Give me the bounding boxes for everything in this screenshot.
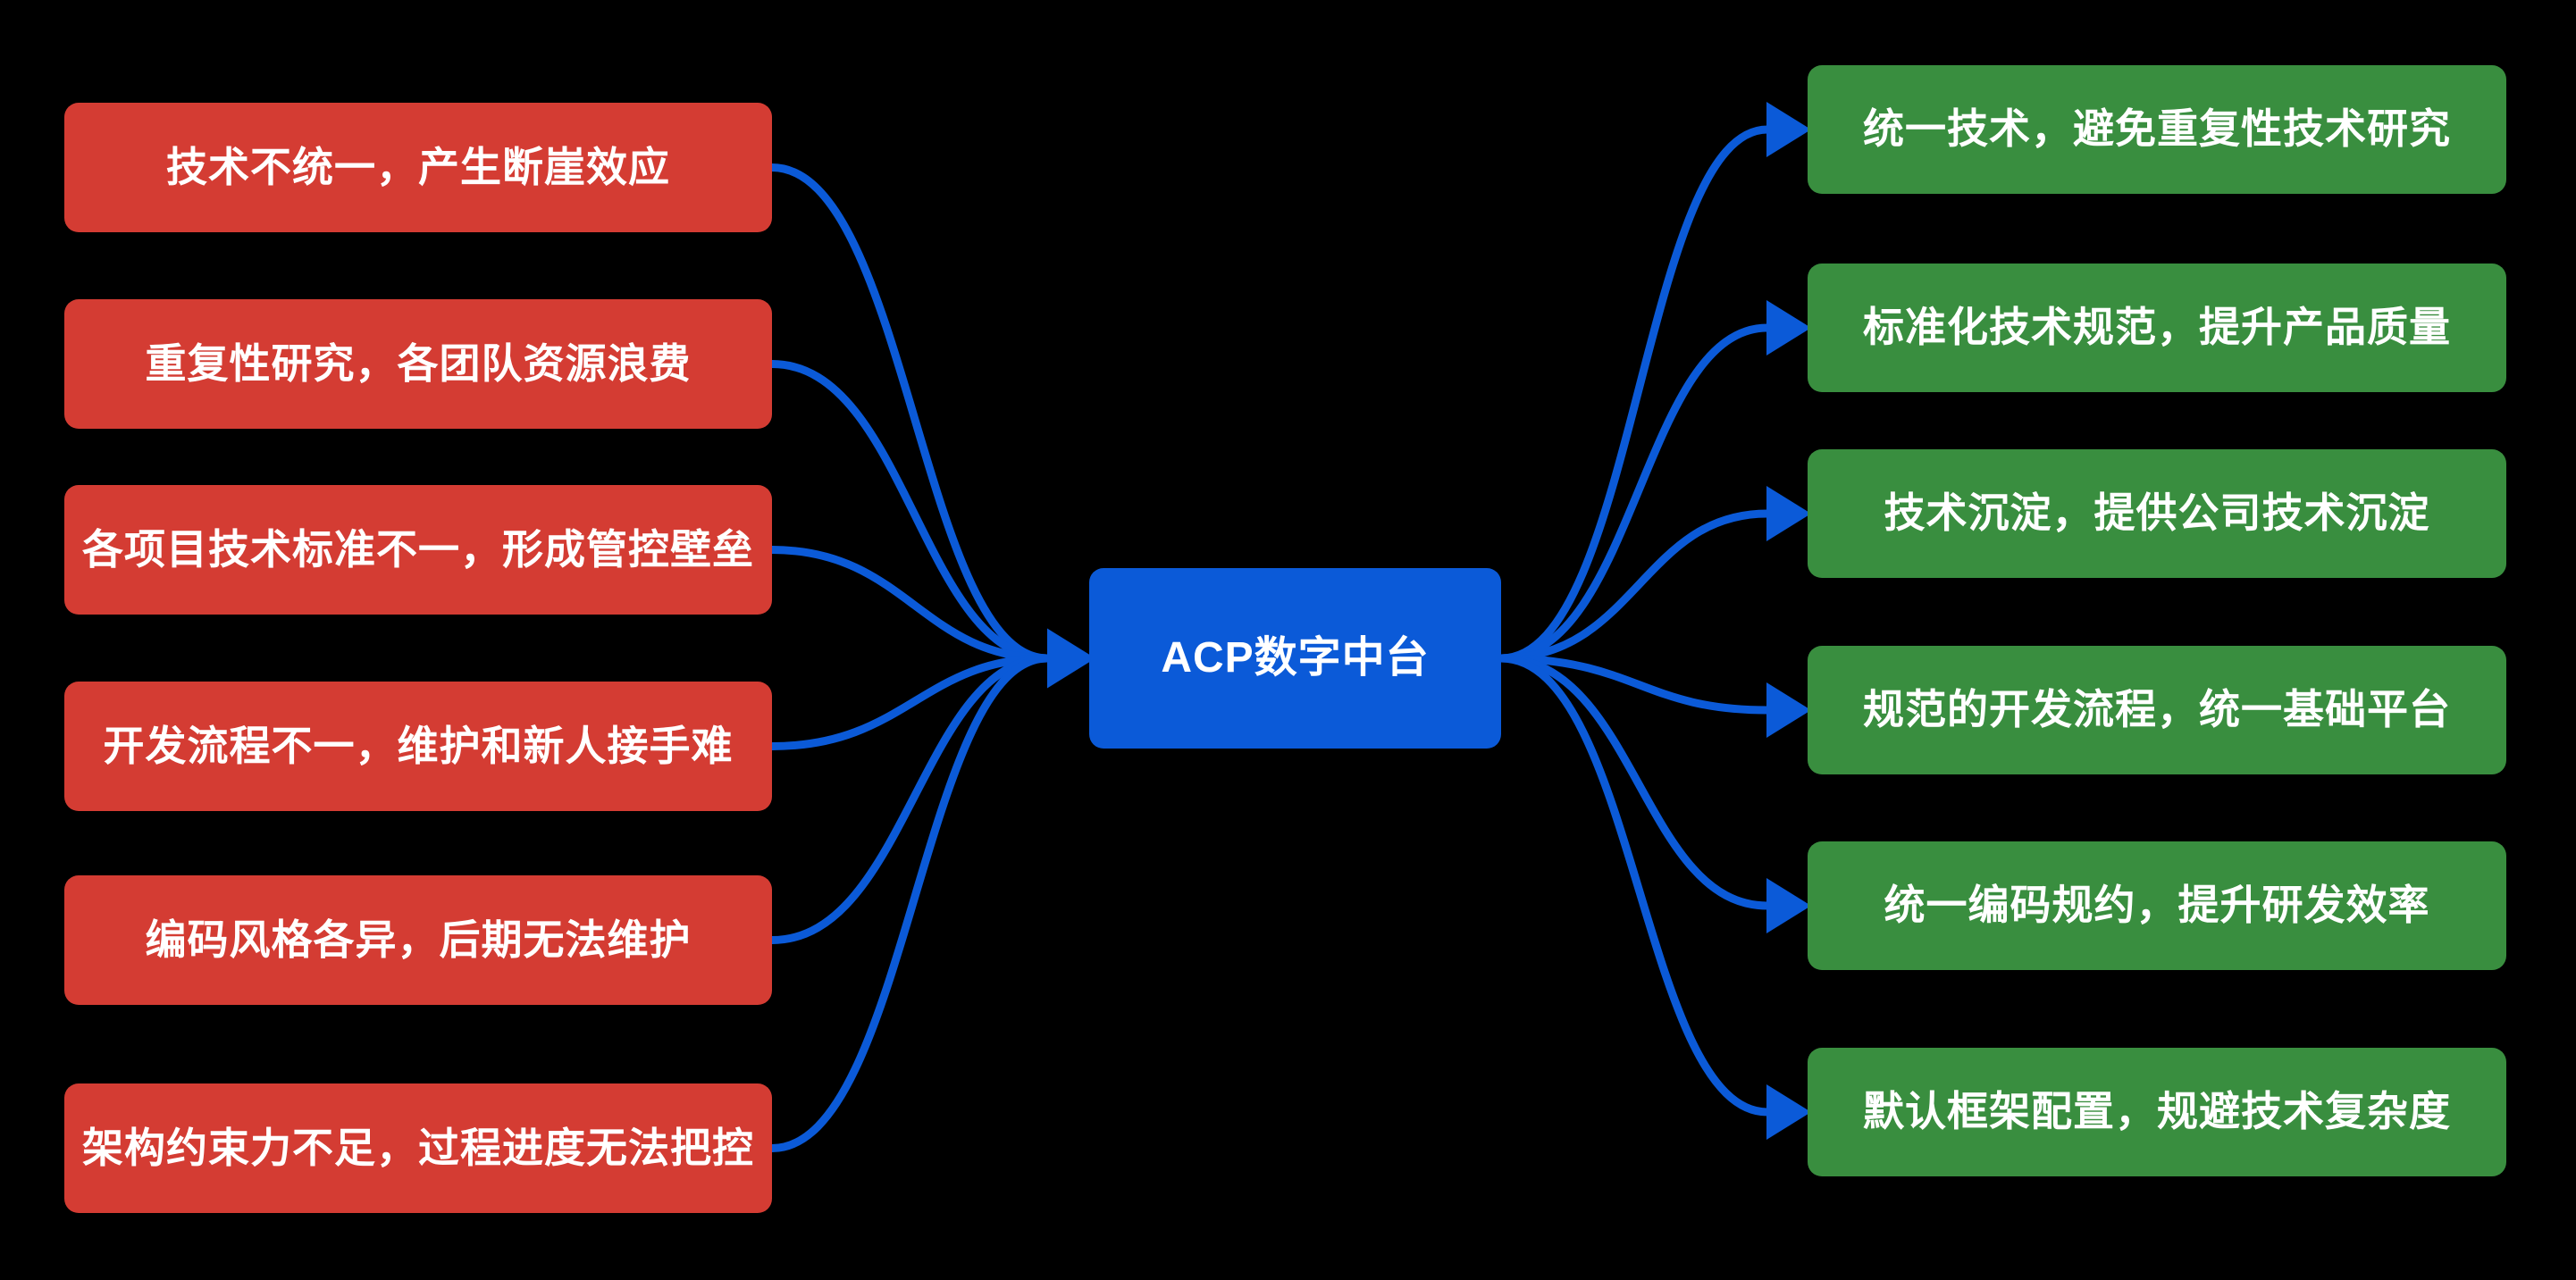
benefit-box[interactable]: 标准化技术规范，提升产品质量 [1808, 264, 2506, 392]
connector-problem-line [768, 654, 1052, 944]
problem-box-label: 重复性研究，各团队资源浪费 [145, 339, 692, 387]
problem-box[interactable]: 重复性研究，各团队资源浪费 [64, 299, 772, 429]
connector-benefit-line [1497, 323, 1772, 663]
connector-problem-line [768, 360, 1052, 663]
connector-benefit-line [1497, 654, 1772, 715]
benefit-arrowhead-icon [1766, 1084, 1811, 1140]
connector-problem-line [768, 163, 1052, 663]
benefit-arrowhead-icon [1766, 300, 1811, 356]
problem-box[interactable]: 技术不统一，产生断崖效应 [64, 103, 772, 232]
center-node[interactable]: ACP数字中台 [1089, 568, 1501, 749]
benefit-box[interactable]: 规范的开发流程，统一基础平台 [1808, 646, 2506, 774]
center-arrowhead-icon [1047, 628, 1095, 689]
problem-box-label: 各项目技术标准不一，形成管控壁垒 [82, 525, 754, 573]
benefit-box[interactable]: 统一技术，避免重复性技术研究 [1808, 65, 2506, 194]
benefit-box[interactable]: 技术沉淀，提供公司技术沉淀 [1808, 449, 2506, 578]
benefit-box-label: 规范的开发流程，统一基础平台 [1863, 686, 2451, 733]
connector-problem-line [768, 546, 1052, 663]
connector-benefit-line [1497, 654, 1772, 1117]
benefit-arrowhead-icon [1766, 878, 1811, 933]
connector-benefit-line [1497, 654, 1772, 910]
problem-box[interactable]: 编码风格各异，后期无法维护 [64, 875, 772, 1005]
benefit-box[interactable]: 统一编码规约，提升研发效率 [1808, 841, 2506, 970]
benefit-arrowhead-icon [1766, 682, 1811, 738]
problem-box[interactable]: 架构约束力不足，过程进度无法把控 [64, 1083, 772, 1213]
connector-problem-line [768, 654, 1052, 750]
benefit-box-label: 技术沉淀，提供公司技术沉淀 [1884, 489, 2430, 537]
connector-benefit-line [1497, 125, 1772, 663]
benefit-arrowhead-icon [1766, 102, 1811, 157]
problem-box[interactable]: 开发流程不一，维护和新人接手难 [64, 682, 772, 811]
benefit-box-label: 统一技术，避免重复性技术研究 [1863, 105, 2451, 153]
benefit-arrowhead-icon [1766, 486, 1811, 541]
center-node-label: ACP数字中台 [1161, 634, 1430, 682]
connector-benefit-line [1497, 509, 1772, 663]
benefit-box-label: 默认框架配置，规避技术复杂度 [1863, 1088, 2451, 1135]
problem-box[interactable]: 各项目技术标准不一，形成管控壁垒 [64, 485, 772, 615]
problem-box-label: 开发流程不一，维护和新人接手难 [103, 722, 734, 769]
problem-box-label: 技术不统一，产生断崖效应 [166, 143, 670, 190]
benefit-box-label: 统一编码规约，提升研发效率 [1884, 882, 2430, 929]
problem-box-label: 编码风格各异，后期无法维护 [145, 916, 692, 963]
problem-box-label: 架构约束力不足，过程进度无法把控 [82, 1124, 754, 1171]
benefit-box-label: 标准化技术规范，提升产品质量 [1863, 304, 2451, 351]
connector-problem-line [768, 654, 1052, 1152]
benefit-box[interactable]: 默认框架配置，规避技术复杂度 [1808, 1048, 2506, 1176]
